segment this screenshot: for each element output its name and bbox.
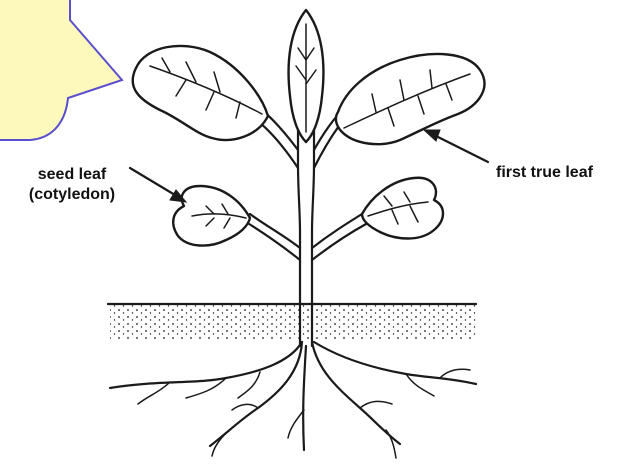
left-seed-leaf: [173, 186, 250, 246]
first-true-leaf-arrow: [424, 130, 488, 162]
speech-bubble-callout: [0, 0, 122, 140]
first-true-leaf-label: first true leaf: [496, 163, 593, 183]
right-seed-leaf: [362, 178, 443, 239]
seed-leaf-label: seed leaf (cotyledon): [8, 165, 136, 205]
seed-leaf-label-line2: (cotyledon): [8, 185, 136, 205]
seed-leaf-arrow: [130, 168, 186, 202]
seed-leaf-label-line1: seed leaf: [8, 165, 136, 185]
left-true-leaf: [133, 46, 268, 140]
right-true-leaf: [336, 54, 485, 144]
soil: [108, 304, 476, 340]
top-leaf: [289, 10, 324, 142]
roots: [110, 342, 476, 458]
